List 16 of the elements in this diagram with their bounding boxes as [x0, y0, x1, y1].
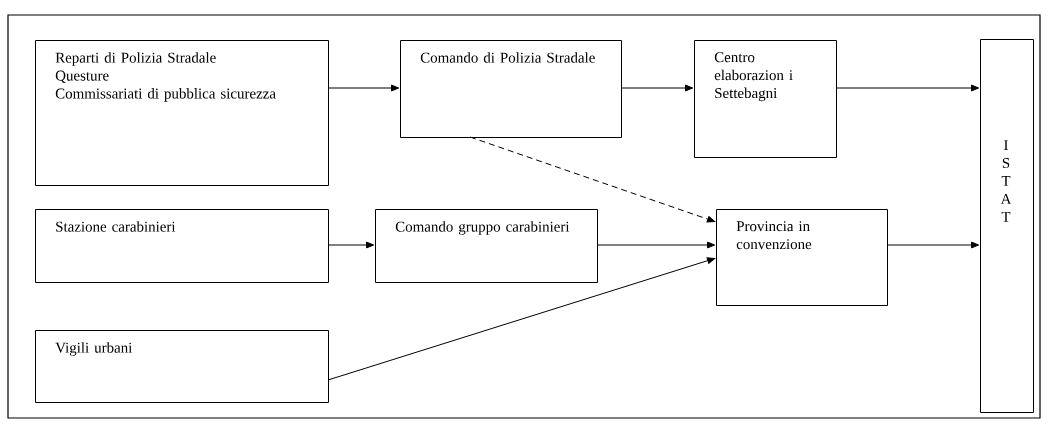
arrow	[327, 257, 716, 381]
arrow	[469, 136, 716, 223]
process-box: Comando di Polizia Stradale	[400, 40, 622, 138]
arrow	[886, 241, 980, 249]
arrow	[327, 84, 400, 92]
process-box: Reparti di Polizia Stradale Questure Commissariati di pubblica sicurezza	[35, 40, 329, 186]
arrow	[620, 84, 694, 92]
arrow	[835, 84, 980, 92]
process-box: Provincia in convenzione	[716, 209, 888, 306]
process-box: Centro elaborazion i Settebagni	[694, 40, 837, 158]
process-box: Vigili urbani	[35, 330, 329, 403]
arrow	[596, 241, 716, 249]
arrow	[327, 241, 375, 249]
process-box: Comando gruppo carabinieri	[375, 209, 598, 283]
process-box: I S T A T	[980, 39, 1034, 413]
process-box: Stazione carabinieri	[35, 209, 329, 283]
